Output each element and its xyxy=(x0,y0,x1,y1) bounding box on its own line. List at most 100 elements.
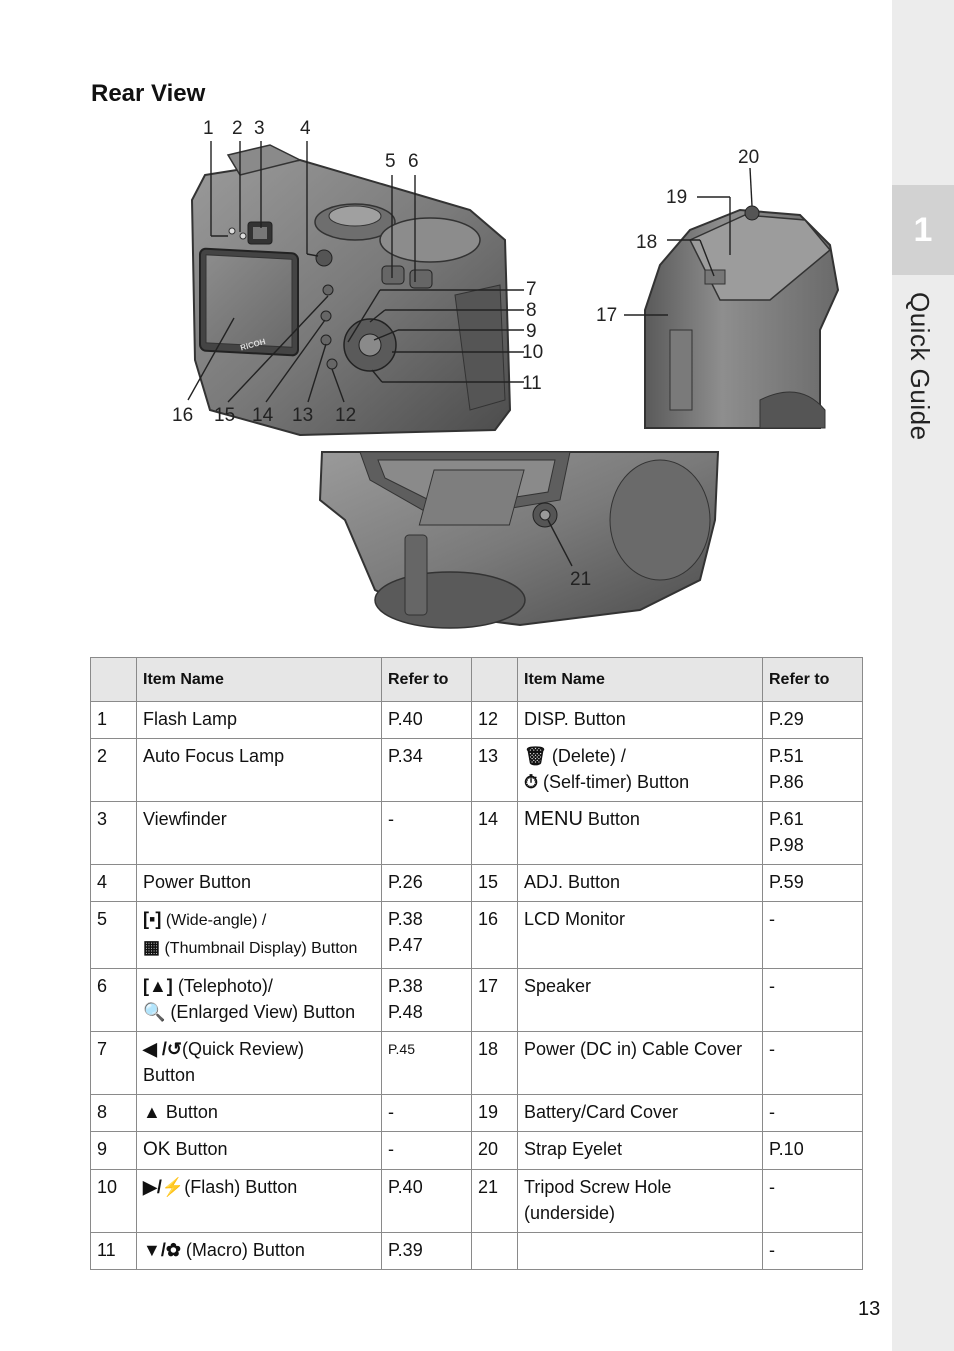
ok-icon: OK xyxy=(143,1139,171,1160)
telephoto-icon: [▲] xyxy=(143,976,173,996)
callout-6: 6 xyxy=(408,151,419,172)
callout-15: 15 xyxy=(214,405,235,426)
parts-table: Item Name Refer to Item Name Refer to 1 … xyxy=(90,657,863,1270)
row-refer-to: - xyxy=(762,1094,863,1132)
row-num: 4 xyxy=(90,864,137,902)
table-row: 7 ◀ /↺(Quick Review) Button P.45 18 Powe… xyxy=(90,1031,863,1095)
row-item-name: ▲ Button xyxy=(136,1094,382,1132)
callout-11: 11 xyxy=(522,373,542,394)
row-num: 8 xyxy=(90,1094,137,1132)
row-ref-value: P.48 xyxy=(388,1002,423,1022)
chapter-number: 1 xyxy=(913,210,933,249)
self-timer-icon: ⏱ xyxy=(524,772,539,792)
row-item-text: (Enlarged View) Button xyxy=(165,1002,356,1022)
row-num: 6 xyxy=(90,968,137,1032)
row-item-name: Power Button xyxy=(136,864,382,902)
magnifier-icon: 🔍 xyxy=(143,1002,166,1022)
chapter-number-box: 1 xyxy=(892,185,954,275)
header-num-right xyxy=(471,657,518,702)
row-ref-value: P.38 xyxy=(388,976,423,996)
row-item-name: Flash Lamp xyxy=(136,701,382,739)
chapter-title: Quick Guide xyxy=(905,292,935,441)
row-num: 2 xyxy=(90,738,137,802)
section-heading: Rear View xyxy=(91,80,206,107)
callout-leader-lines xyxy=(187,141,753,567)
header-refer-to-right: Refer to xyxy=(762,657,863,702)
callout-10: 10 xyxy=(522,342,543,363)
row-ref-value: P.98 xyxy=(769,835,804,855)
row-refer-to: - xyxy=(762,968,863,1032)
row-item-name: ◀ /↺(Quick Review) Button xyxy=(136,1031,382,1095)
row-item-name: 🗑 (Delete) / ⏱ (Self-timer) Button xyxy=(517,738,763,802)
row-num: 7 xyxy=(90,1031,137,1095)
callout-numbers: 1 2 3 4 5 6 7 8 9 10 11 12 13 14 15 16 1… xyxy=(172,118,759,590)
row-item-name: Auto Focus Lamp xyxy=(136,738,382,802)
menu-icon: MENU xyxy=(524,808,583,830)
row-ref-value: P.61 xyxy=(769,809,804,829)
table-row: 10 ▶/⚡(Flash) Button P.40 21 Tripod Scre… xyxy=(90,1169,863,1233)
table-header-row: Item Name Refer to Item Name Refer to xyxy=(90,657,863,702)
table-row: 4 Power Button P.26 15 ADJ. Button P.59 xyxy=(90,864,863,902)
row-num: 5 xyxy=(90,901,137,969)
row-item-text: (Self-timer) Button xyxy=(538,772,690,792)
row-refer-to: - xyxy=(381,1094,472,1132)
callout-13: 13 xyxy=(292,405,313,426)
row-item-name: Speaker xyxy=(517,968,763,1032)
row-item-text: (Telephoto)/ xyxy=(172,976,273,996)
row-item-text: Button xyxy=(582,809,640,829)
table-row: 8 ▲ Button - 19 Battery/Card Cover - xyxy=(90,1094,863,1132)
callout-8: 8 xyxy=(526,300,537,321)
page-number: 13 xyxy=(858,1298,881,1320)
table-row: 9 OK Button - 20 Strap Eyelet P.10 xyxy=(90,1131,863,1170)
row-ref-value: P.86 xyxy=(769,772,804,792)
callout-21: 21 xyxy=(570,569,591,590)
header-refer-to-left: Refer to xyxy=(381,657,472,702)
table-row: 2 Auto Focus Lamp P.34 13 🗑 (Delete) / ⏱… xyxy=(90,738,863,802)
callout-16: 16 xyxy=(172,405,193,426)
row-item-text: Button xyxy=(143,1065,196,1085)
row-refer-to: - xyxy=(381,801,472,865)
callout-17: 17 xyxy=(596,305,617,326)
callout-2: 2 xyxy=(232,118,243,139)
table-row: 1 Flash Lamp P.40 12 DISP. Button P.29 xyxy=(90,701,863,739)
quick-review-icon: ↺ xyxy=(166,1039,182,1059)
row-item-text: (Flash) Button xyxy=(184,1177,298,1197)
row-refer-to: - xyxy=(762,1169,863,1233)
callout-19: 19 xyxy=(666,187,687,208)
row-item-name: ▶/⚡(Flash) Button xyxy=(136,1169,382,1233)
callout-18: 18 xyxy=(636,232,657,253)
row-num: 10 xyxy=(90,1169,137,1233)
side-camera-illustration xyxy=(644,205,840,429)
row-item-text: (Thumbnail Display) Button xyxy=(160,940,358,957)
row-item-text: (Macro) Button xyxy=(180,1240,305,1260)
row-refer-to: P.34 xyxy=(381,738,472,802)
row-item-name xyxy=(517,1232,763,1270)
row-num: 17 xyxy=(471,968,518,1032)
header-item-name-right: Item Name xyxy=(517,657,763,702)
row-item-text: (Wide-angle) / xyxy=(161,912,267,929)
delete-icon: 🗑 xyxy=(524,746,547,766)
row-item-name: [▪] (Wide-angle) / ▦ (Thumbnail Display)… xyxy=(136,901,382,969)
callout-1: 1 xyxy=(203,118,214,139)
row-num: 14 xyxy=(471,801,518,865)
table-row: 6 [▲] (Telephoto)/ 🔍 (Enlarged View) But… xyxy=(90,968,863,1032)
row-num: 19 xyxy=(471,1094,518,1132)
row-refer-to: P.59 xyxy=(762,864,863,902)
row-item-name: [▲] (Telephoto)/ 🔍 (Enlarged View) Butto… xyxy=(136,968,382,1032)
row-num xyxy=(471,1232,518,1270)
row-refer-to: P.39 xyxy=(381,1232,472,1270)
row-item-name: ▼/✿ (Macro) Button xyxy=(136,1232,382,1270)
row-item-text: (Quick Review) xyxy=(181,1039,304,1059)
row-item-text: Button xyxy=(170,1139,228,1159)
row-num: 11 xyxy=(90,1232,137,1270)
row-num: 15 xyxy=(471,864,518,902)
row-num: 13 xyxy=(471,738,518,802)
row-num: 18 xyxy=(471,1031,518,1095)
row-refer-to: - xyxy=(762,1232,863,1270)
camera-rear-view-figure: RICOH xyxy=(172,118,840,629)
